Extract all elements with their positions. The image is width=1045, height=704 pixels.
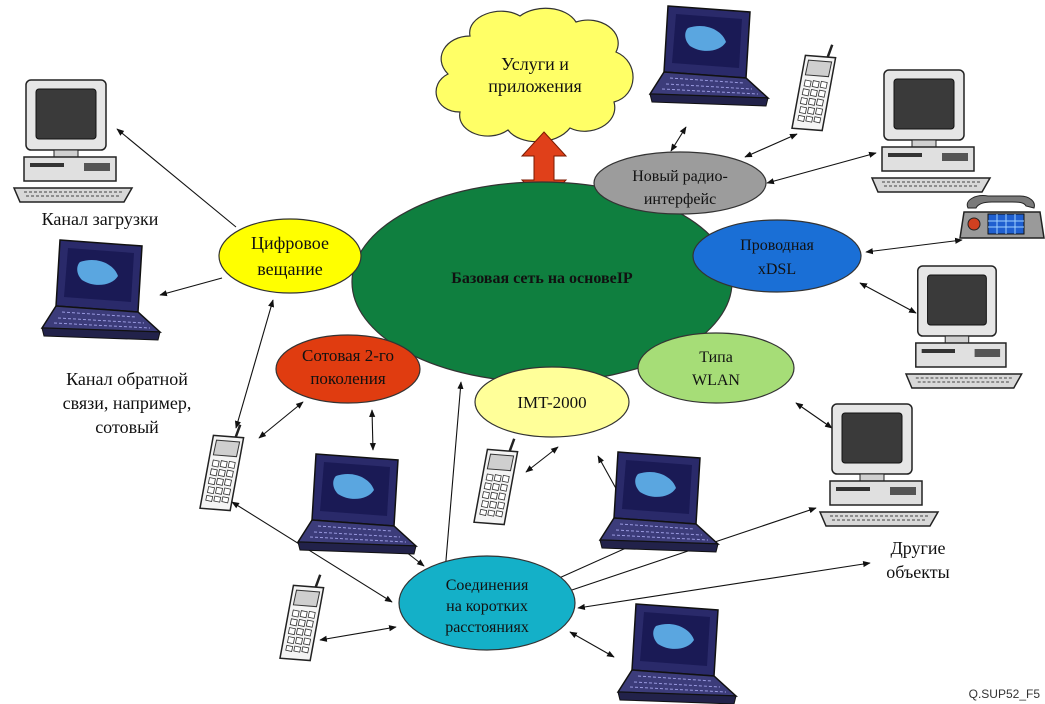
arrow-broadcast-to-laptop [159,277,223,297]
short-range-line1: Соединения [446,577,529,594]
imt-line1: IMT-2000 [517,393,586,412]
telephone-icon [959,194,1045,239]
short-range-line3: расстояниях [445,619,529,636]
node-imt-2000: IMT-2000 [474,366,630,438]
arrow-radio-desktop [766,151,877,185]
arrow-shortrange-phone [231,501,393,603]
arrow-shortrange-laptop-2 [569,631,615,658]
services-cloud: Услуги и приложения [435,7,634,143]
wlan-line2: WLAN [692,372,740,389]
arrow-broadcast-to-desktop [116,128,237,228]
arrow-wired-telephone [865,237,963,255]
new-radio-line2: интерфейс [644,191,716,208]
core-label: Базовая сеть на основеIP [451,270,633,287]
wlan-line1: Типа [699,349,733,366]
return-channel-line2: связи, например, [63,393,192,413]
return-channel-line3: сотовый [95,417,159,437]
arrow-2g-phone [258,401,304,439]
laptop-icon [617,603,737,704]
node-cellular-2g: Сотовая 2-го поколения [275,334,421,404]
figure-id: Q.SUP52_F5 [969,687,1041,701]
desktop-computer-icon [905,265,1023,389]
arrow-radio-phone [744,133,798,158]
mobile-phone-icon [276,568,330,666]
other-objects-line2: объекты [886,562,949,582]
desktop-computer-icon [819,403,939,527]
desktop-computer-icon [871,69,991,193]
cloud-label-line2: приложения [488,76,582,96]
broadcast-line1: Цифровое [251,233,329,253]
cloud-label-line1: Услуги и [501,54,569,74]
arrow-shortrange-phone-2 [319,625,397,642]
broadcast-line2: вещание [257,259,323,279]
wired-line1: Проводная [740,237,814,254]
arrow-shortrange-other [577,561,871,610]
arrow-imt-phone [525,446,559,473]
laptop-icon [297,453,417,555]
wired-line2: xDSL [758,261,796,278]
arrow-wlan-desktop [795,402,833,429]
laptop-icon [41,239,161,341]
node-new-radio: Новый радио- интерфейс [593,151,767,215]
core-network: Базовая сеть на основеIP [351,181,733,383]
node-digital-broadcast: Цифровое вещание [218,218,362,294]
laptop-icon [599,451,719,553]
cellular-line2: поколения [310,369,385,388]
arrow-2g-laptop [369,409,376,451]
short-range-line2: на коротких [446,598,528,615]
laptop-icon [649,5,769,107]
mobile-phone-icon [788,38,842,136]
arrow-wired-desktop [859,282,917,314]
mobile-phone-icon [196,418,250,516]
download-channel-label: Канал загрузки [42,209,159,229]
desktop-computer-icon [13,79,133,203]
arrow-core-shortrange [442,381,464,573]
arrow-broadcast-phone [234,299,275,429]
node-wired-xdsl: Проводная xDSL [692,219,862,293]
cellular-line1: Сотовая 2-го [302,346,394,365]
node-short-range: Соединения на коротких расстояниях [398,555,576,651]
connector-arrows [116,126,963,658]
free-labels: Канал загрузки Канал обратной связи, нап… [42,209,1041,701]
mobile-phone-icon [470,432,524,530]
node-wlan: Типа WLAN [637,332,795,404]
other-objects-line1: Другие [890,538,945,558]
return-channel-line1: Канал обратной [66,369,188,389]
new-radio-line1: Новый радио- [632,168,728,185]
arrow-radio-laptop [670,126,687,152]
